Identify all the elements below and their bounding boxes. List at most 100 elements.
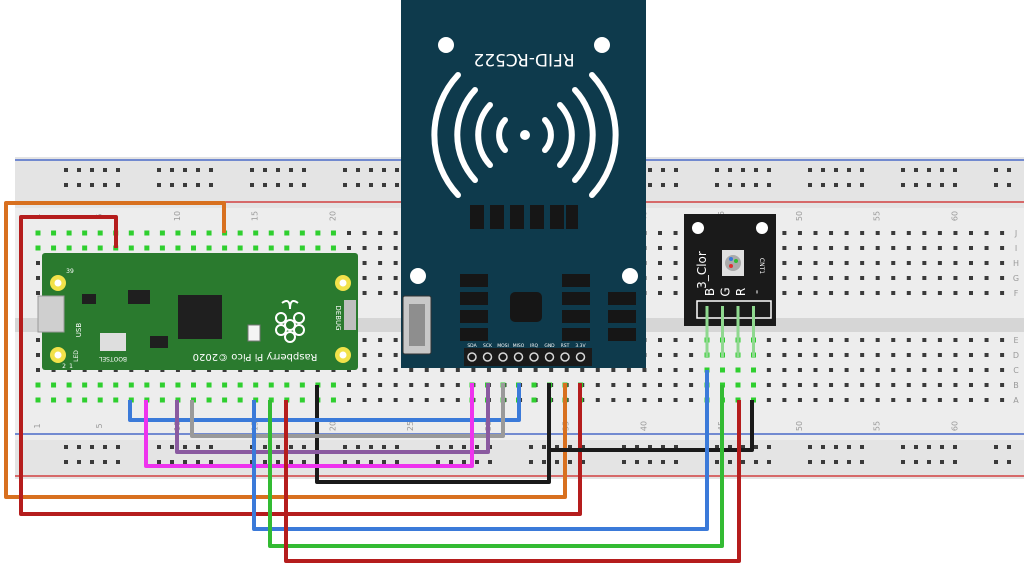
- rail-hole: [754, 183, 758, 187]
- rail-hole: [289, 183, 293, 187]
- column-number: 55: [873, 211, 882, 221]
- rail-hole: [90, 183, 94, 187]
- rail-hole: [77, 460, 81, 464]
- connected-hole: [315, 245, 321, 251]
- rail-hole: [343, 445, 347, 449]
- row-letter: J: [1014, 229, 1017, 238]
- black-gnd-wire: [315, 383, 551, 484]
- rail-hole: [834, 445, 838, 449]
- breadboard-hole: [378, 383, 383, 387]
- rail-hole: [661, 445, 665, 449]
- breadboard-hole: [813, 338, 818, 342]
- breadboard-hole: [1000, 368, 1005, 372]
- row-letter: E: [1013, 336, 1018, 345]
- breadboard-hole: [953, 246, 958, 250]
- rail-hole: [276, 460, 280, 464]
- breadboard-hole: [813, 261, 818, 265]
- rail-hole: [674, 460, 678, 464]
- breadboard-hole: [969, 276, 973, 280]
- rgb-pin-label: -: [750, 290, 764, 294]
- rail-hole: [953, 168, 957, 172]
- breadboard-hole: [984, 276, 989, 280]
- rail-hole: [1007, 445, 1011, 449]
- breadboard-hole: [1000, 353, 1005, 357]
- rail-hole: [808, 183, 812, 187]
- rail-hole: [994, 460, 998, 464]
- breadboard-hole: [673, 383, 678, 387]
- breadboard-hole: [891, 398, 896, 402]
- breadboard-hole: [362, 246, 367, 250]
- rail-hole: [356, 168, 360, 172]
- rail-hole: [635, 445, 639, 449]
- breadboard-hole: [378, 246, 383, 250]
- rail-hole: [90, 460, 94, 464]
- rail-hole: [834, 183, 838, 187]
- rfid-pin: [467, 352, 477, 362]
- breadboard-hole: [937, 338, 942, 342]
- rail-hole: [250, 183, 254, 187]
- connected-hole: [82, 230, 88, 236]
- rail-hole: [674, 168, 678, 172]
- rail-hole: [302, 183, 306, 187]
- connected-hole: [253, 382, 259, 388]
- grey-sck-wire: [190, 383, 505, 438]
- rail-hole: [940, 445, 944, 449]
- connected-hole: [299, 245, 305, 251]
- rail-hole: [356, 460, 360, 464]
- rail-hole: [116, 445, 120, 449]
- breadboard-hole: [891, 291, 896, 295]
- breadboard-hole: [362, 291, 367, 295]
- connected-hole: [206, 397, 212, 403]
- rgb-module-mount-hole: [692, 222, 704, 234]
- breadboard-hole: [36, 353, 40, 357]
- rail-hole: [209, 460, 213, 464]
- breadboard-hole: [937, 291, 942, 295]
- breadboard-hole: [860, 338, 865, 342]
- column-number: 55: [873, 421, 882, 431]
- rgb-module-pins: [705, 306, 755, 358]
- rail-hole: [994, 445, 998, 449]
- breadboard-hole: [969, 353, 973, 357]
- rail-hole: [369, 460, 373, 464]
- connected-hole: [66, 245, 72, 251]
- rail-hole: [953, 460, 957, 464]
- rgb-module-mount-hole: [756, 222, 768, 234]
- breadboard-hole: [937, 261, 942, 265]
- rail-hole: [170, 183, 174, 187]
- connected-hole: [751, 382, 756, 388]
- rail-hole: [927, 168, 931, 172]
- breadboard-hole: [906, 383, 911, 387]
- breadboard-hole: [766, 353, 771, 357]
- breadboard-hole: [860, 231, 865, 235]
- rail-hole: [475, 460, 479, 464]
- breadboard-hole: [455, 383, 460, 387]
- breadboard-hole: [953, 353, 958, 357]
- connected-hole: [531, 397, 537, 403]
- connected-hole: [330, 245, 336, 251]
- connected-hole: [35, 245, 41, 251]
- breadboard-hole: [1000, 398, 1005, 402]
- breadboard-hole: [829, 261, 834, 265]
- breadboard-hole: [969, 383, 973, 387]
- connected-hole: [159, 230, 165, 236]
- row-letter: H: [1013, 259, 1019, 268]
- rgb-pin-label: G: [719, 287, 733, 296]
- breadboard-hole: [362, 276, 367, 280]
- breadboard-hole: [1000, 231, 1005, 235]
- connected-hole: [237, 230, 243, 236]
- connected-hole: [66, 230, 72, 236]
- rail-hole: [741, 168, 745, 172]
- rail-hole: [170, 445, 174, 449]
- rfid-pin-label: RST: [561, 343, 570, 349]
- rail-hole: [382, 168, 386, 172]
- rail-hole: [289, 445, 293, 449]
- breadboard-hole: [922, 338, 927, 342]
- breadboard-hole: [518, 368, 523, 372]
- breadboard-hole: [969, 398, 973, 402]
- breadboard-hole: [393, 246, 398, 250]
- breadboard-hole: [782, 276, 787, 280]
- breadboard-hole: [829, 368, 834, 372]
